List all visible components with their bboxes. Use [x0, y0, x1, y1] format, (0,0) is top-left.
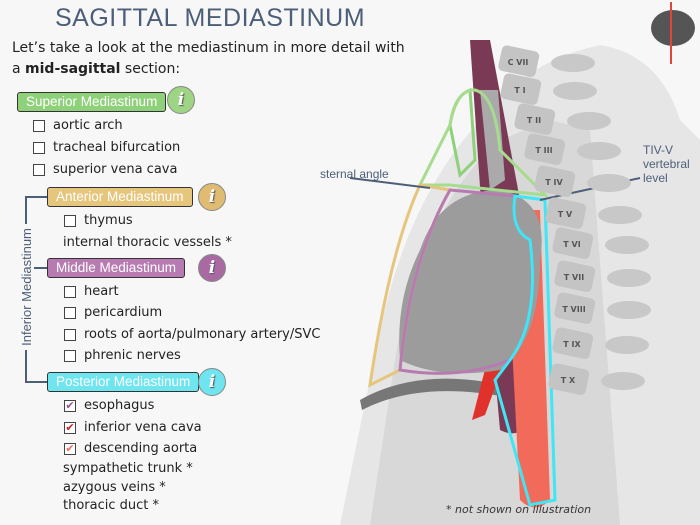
posterior-region — [493, 194, 557, 507]
level-label-2: vertebral — [643, 157, 690, 171]
spinous-process — [605, 336, 649, 354]
inferior-mediastinum-label: Inferior Mediastinum — [19, 224, 34, 350]
posterior-checkbox[interactable]: ✔ — [64, 442, 76, 455]
intro-text: a — [12, 61, 26, 77]
intro-bold: mid-sagittal — [25, 61, 121, 77]
vertebra-body — [524, 133, 566, 165]
anterior-checkbox[interactable] — [64, 215, 76, 227]
heart — [399, 190, 542, 374]
vertebra-label: T IV — [545, 178, 563, 187]
vertebra-body — [552, 327, 594, 359]
trachea — [480, 90, 505, 190]
page-title: SAGITTAL MEDIASTINUM — [55, 4, 366, 32]
posterior-item-label: esophagus — [84, 398, 155, 413]
posterior-info-icon[interactable]: i — [198, 368, 226, 396]
thumbnail-torso-icon — [651, 10, 695, 46]
footnote: * not shown on illustration — [446, 503, 592, 516]
vertebra-label: T II — [527, 116, 541, 125]
vertebra-body — [534, 165, 576, 197]
middle-checkbox[interactable] — [64, 350, 76, 362]
vertebra-body — [548, 363, 590, 395]
vertebra-label: C VII — [508, 58, 529, 67]
intro-line-2: a mid-sagittal section: — [12, 61, 180, 77]
spinous-process — [587, 174, 631, 192]
vertebra-label: T VI — [563, 240, 580, 249]
superior-info-icon[interactable]: i — [167, 86, 195, 114]
vertebra-label: T I — [514, 86, 525, 95]
vertebra-label: T X — [561, 376, 576, 385]
superior-item-label: aortic arch — [53, 118, 123, 133]
anterior-info-icon[interactable]: i — [198, 183, 226, 211]
middle-item-label: roots of aorta/pulmonary artery/SVC — [84, 327, 321, 342]
spinous-process — [553, 82, 597, 100]
middle-item-label: pericardium — [84, 305, 163, 320]
middle-item-label: phrenic nerves — [84, 348, 181, 363]
superior-item-label: superior vena cava — [53, 162, 178, 177]
posterior-extra-item: azygous veins * — [63, 480, 166, 495]
vertebra-body — [552, 227, 594, 259]
spinous-process — [577, 142, 621, 160]
posterior-extra-item: thoracic duct * — [63, 498, 160, 513]
vertebra-body — [500, 73, 542, 105]
spinous-process — [551, 54, 595, 72]
vertebra-body — [554, 260, 596, 292]
spinous-process — [598, 206, 642, 224]
posterior-mediastinum-button[interactable]: Posterior Mediastinum — [47, 372, 200, 392]
middle-checkbox[interactable] — [64, 307, 76, 319]
middle-checkbox[interactable] — [64, 329, 76, 341]
posterior-checkbox[interactable]: ✔ — [64, 421, 76, 434]
posterior-item-label: descending aorta — [84, 441, 198, 456]
sternal-angle-label: sternal angle — [320, 167, 389, 181]
vertebra-body — [498, 45, 540, 77]
superior-region — [417, 88, 550, 197]
middle-info-icon[interactable]: i — [198, 254, 226, 282]
anterior-item-label: thymus — [84, 213, 133, 228]
middle-mediastinum-button[interactable]: Middle Mediastinum — [47, 258, 186, 278]
spinous-process — [607, 269, 651, 287]
vertebra-body — [545, 197, 587, 229]
level-label-1: TIV-V — [643, 143, 674, 157]
vertebra-label: T III — [535, 146, 552, 155]
middle-checkbox[interactable] — [64, 286, 76, 298]
sternal-angle-pointer — [349, 177, 431, 189]
vertebra-label: T VIII — [562, 305, 585, 314]
vertebra-body — [514, 103, 556, 135]
superior-checkbox[interactable] — [33, 120, 45, 132]
anterior-mediastinum-button[interactable]: Anterior Mediastinum — [47, 187, 193, 207]
anterior-extra-item: internal thoracic vessels * — [63, 235, 232, 250]
level-label-3: level — [643, 171, 668, 185]
posterior-extra-item: sympathetic trunk * — [63, 461, 193, 476]
spinous-process — [607, 301, 651, 319]
vertebra-label: T VII — [564, 273, 584, 282]
vertebra-label: T V — [558, 210, 573, 219]
intro-text: section: — [120, 61, 181, 77]
superior-item-label: tracheal bifurcation — [53, 140, 181, 155]
spinous-process — [605, 236, 649, 254]
bracket-tick — [25, 267, 47, 269]
vertebra-body — [554, 292, 596, 324]
superior-checkbox[interactable] — [33, 142, 45, 154]
vertebra-label: T IX — [563, 340, 581, 349]
posterior-item-label: inferior vena cava — [84, 420, 202, 435]
posterior-checkbox[interactable]: ✔ — [64, 399, 76, 412]
intro-line-1: Let’s take a look at the mediastinum in … — [12, 40, 405, 56]
spinous-process — [567, 112, 611, 130]
superior-mediastinum-button[interactable]: Superior Mediastinum — [17, 92, 167, 112]
superior-checkbox[interactable] — [33, 164, 45, 176]
sagittal-illustration: C VII T I T II T III T IV T V T VI T VII T VIII T… — [340, 2, 700, 525]
spinous-process — [601, 372, 645, 390]
middle-item-label: heart — [84, 284, 119, 299]
